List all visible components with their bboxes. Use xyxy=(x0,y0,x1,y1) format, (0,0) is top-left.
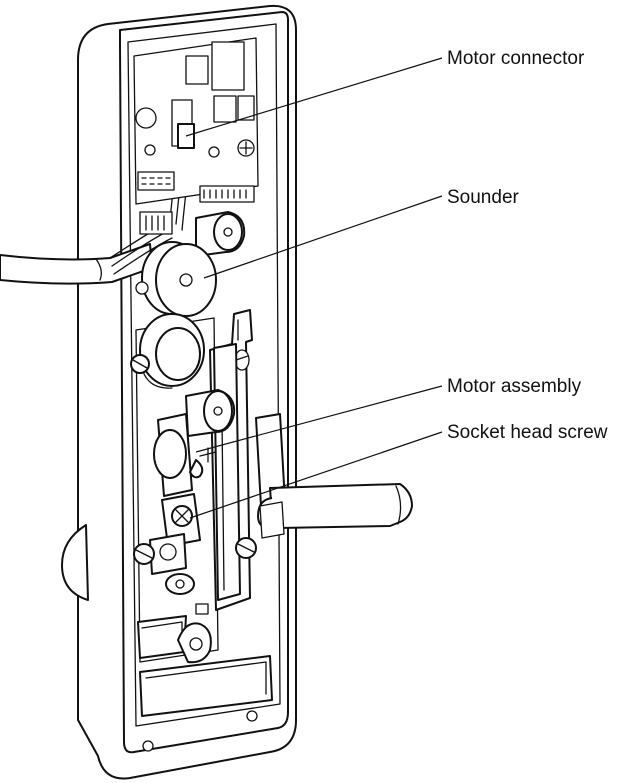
mounting-screws xyxy=(130,354,257,615)
capacitor xyxy=(195,211,246,257)
outside-knob xyxy=(61,524,89,601)
leader-motor-connector xyxy=(185,57,443,137)
leader-socket-head-screw xyxy=(189,431,443,519)
leader-lines xyxy=(185,57,443,519)
circuit-board xyxy=(133,37,259,235)
leader-sounder xyxy=(203,195,443,279)
motor-housing xyxy=(139,313,205,389)
label-sounder: Sounder xyxy=(447,187,520,208)
label-motor-connector: Motor connector xyxy=(447,48,585,69)
label-motor-assembly: Motor assembly xyxy=(447,376,582,397)
lever-handle xyxy=(255,413,413,539)
motor-assembly-part xyxy=(153,413,217,497)
leader-motor-assembly xyxy=(195,385,443,453)
label-socket-head-screw: Socket head screw xyxy=(447,422,608,443)
latch-arm xyxy=(209,309,253,611)
bottom-slots xyxy=(137,615,273,752)
socket-head-screw-part xyxy=(149,493,201,595)
motor-cylinder xyxy=(185,389,236,437)
